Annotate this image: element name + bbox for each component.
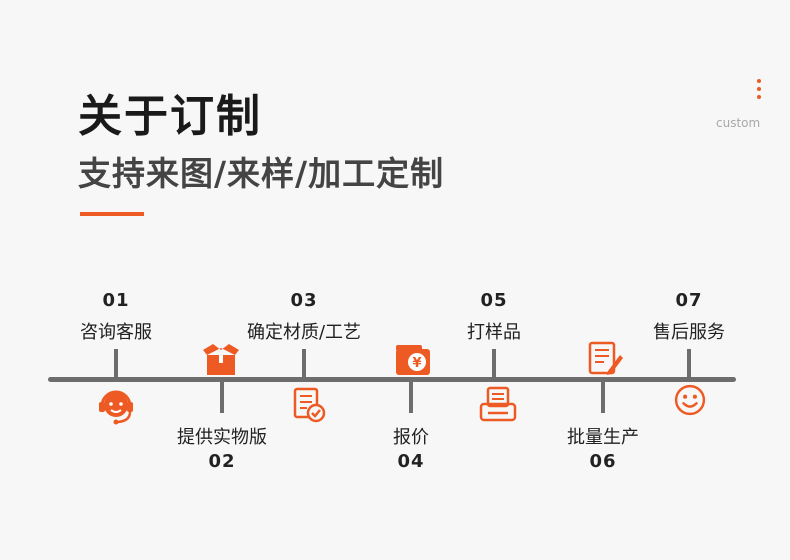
timeline-line: [48, 377, 736, 382]
step-06-stem: [601, 380, 605, 413]
step-07-stem: [687, 349, 691, 379]
yuan-wallet-icon: ¥: [392, 339, 436, 383]
step-06-number: 06: [589, 451, 617, 472]
step-02-stem: [220, 380, 224, 413]
page-title: 关于订制: [78, 91, 262, 142]
step-06-label: 批量生产: [567, 427, 639, 448]
smile-icon: [672, 382, 708, 418]
step-01-number: 01: [102, 290, 130, 311]
step-04-stem: [409, 380, 413, 413]
more-dots-icon: [757, 79, 762, 103]
page-subtitle: 支持来图/来样/加工定制: [78, 154, 445, 193]
step-05-stem: [492, 349, 496, 379]
step-01-stem: [114, 349, 118, 379]
step-07-number: 07: [675, 290, 703, 311]
step-02-number: 02: [208, 451, 236, 472]
step-02-label: 提供实物版: [177, 427, 267, 448]
step-03-label: 确定材质/工艺: [246, 322, 362, 343]
edit-document-icon: [584, 339, 628, 383]
step-05-number: 05: [480, 290, 508, 311]
step-05-label: 打样品: [467, 322, 521, 343]
open-box-icon: [199, 338, 243, 382]
step-07-label: 售后服务: [653, 322, 725, 343]
headset-icon: [94, 384, 138, 428]
corner-label: custom: [716, 116, 761, 130]
printer-icon: [476, 384, 520, 428]
step-04-number: 04: [397, 451, 425, 472]
svg-text:¥: ¥: [412, 356, 421, 371]
step-03-number: 03: [290, 290, 318, 311]
checked-document-icon: [287, 384, 331, 428]
title-underline: [80, 212, 144, 216]
step-01-label: 咨询客服: [80, 322, 152, 343]
step-03-stem: [302, 349, 306, 379]
step-04-label: 报价: [393, 427, 429, 448]
